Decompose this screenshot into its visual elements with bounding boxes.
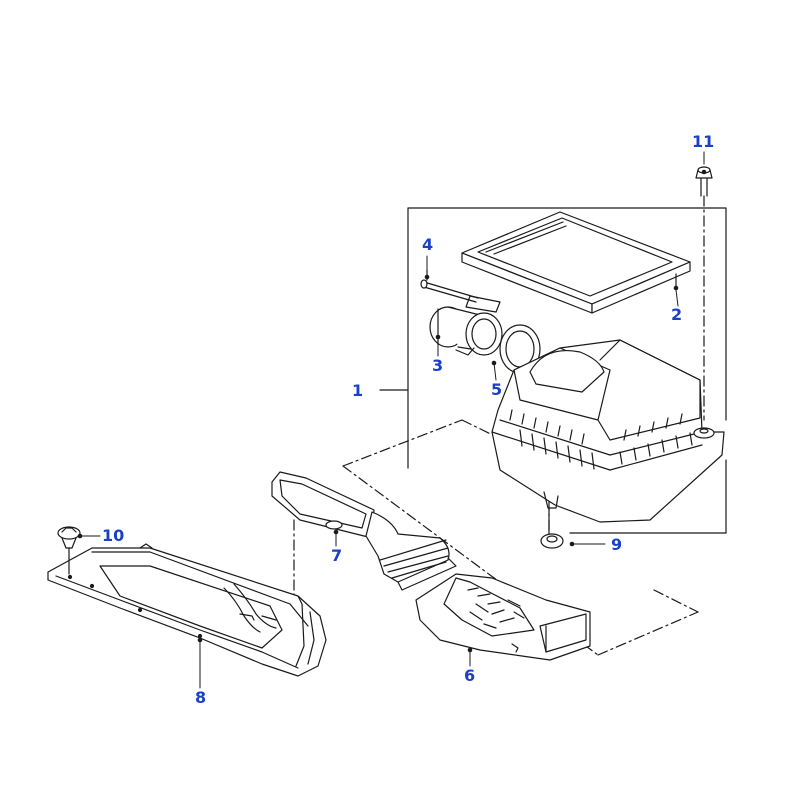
callout-11: 11 [692,132,715,151]
screw [420,269,479,303]
callout-8: 8 [195,688,207,707]
callout-4: 4 [422,235,434,254]
air-filter-element [461,211,691,314]
maf-sensor-housing [429,295,503,356]
callout-3: 3 [432,356,444,375]
air-cleaner-housing [491,339,725,523]
callout-2: 2 [671,305,683,324]
grommet [540,507,564,549]
intake-duct [271,471,457,591]
outer-air-intake [47,543,327,677]
callout-dots [77,169,707,653]
callout-1: 1 [352,381,364,400]
callout-10: 10 [102,526,125,545]
push-clip [57,526,81,575]
callout-9: 9 [611,535,623,554]
assembly-bracket [379,207,727,534]
callout-7: 7 [331,546,343,565]
resonator-duct [415,573,591,661]
callout-5: 5 [491,380,503,399]
callout-6: 6 [464,666,476,685]
